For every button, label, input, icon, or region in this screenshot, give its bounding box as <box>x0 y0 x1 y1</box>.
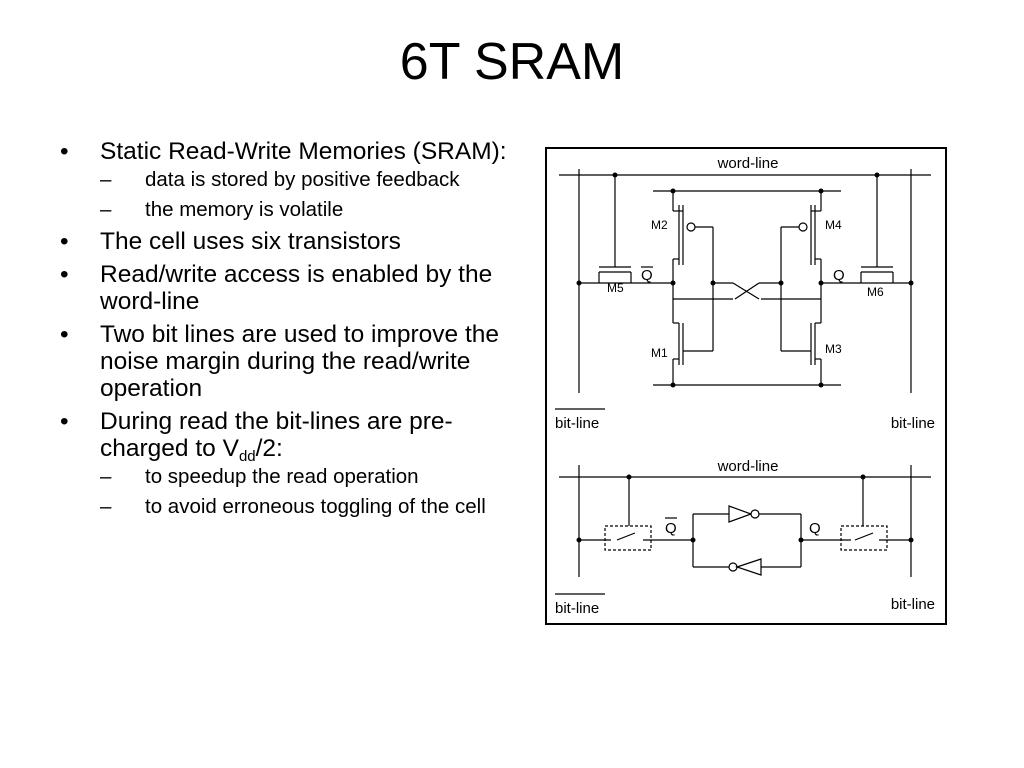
bullet-two-bit-lines: Two bit lines are used to improve the no… <box>60 321 528 402</box>
sub-bullet-list: to speedup the read operation to avoid e… <box>100 465 528 519</box>
junction-dots <box>576 474 914 543</box>
access-switch-left <box>604 525 652 551</box>
junction-dots <box>576 172 914 388</box>
transistor-m4-label: M4 <box>825 218 842 232</box>
bullet-precharge: During read the bit-lines are pre-charge… <box>60 408 528 519</box>
bullet-text-tail: /2: <box>255 435 283 462</box>
q-label: Q <box>809 520 821 537</box>
transistor-m6-label: M6 <box>867 285 884 299</box>
slide-title: 6T SRAM <box>399 33 625 91</box>
vdd-subscript: dd <box>238 448 256 465</box>
word-line-label: word-line <box>717 155 779 172</box>
pmos-bubble-icon <box>686 222 696 232</box>
pmos-bubble-icon <box>798 222 808 232</box>
bullet-text: Static Read-Write Memories (SRAM): <box>100 138 507 165</box>
q-label: Q <box>833 267 845 284</box>
word-line-label: word-line <box>717 458 779 475</box>
transistor-m2-label: M2 <box>651 218 668 232</box>
bullet-word-line: Read/write access is enabled by the word… <box>60 261 528 315</box>
inverter-pair-schematic <box>555 465 931 595</box>
bullet-text: During read the bit-lines are pre-charge… <box>100 408 453 462</box>
sram-circuit-figure: word-line bit-line bit-line Q Q M2 M4 M1… <box>545 147 947 627</box>
access-switch-right <box>840 525 888 551</box>
sub-bullet-list: data is stored by positive feedback the … <box>100 168 528 222</box>
bit-line-left-label: bit-line <box>555 415 599 432</box>
bit-line-right-label: bit-line <box>891 415 935 432</box>
q-bar-label: Q <box>665 520 677 537</box>
transistor-m3-label: M3 <box>825 342 842 356</box>
q-bar-label: Q <box>641 267 653 284</box>
bullet-list: Static Read-Write Memories (SRAM): data … <box>60 138 528 525</box>
bullet-six-transistors: The cell uses six transistors <box>60 228 528 255</box>
sub-bullet-feedback: data is stored by positive feedback <box>100 168 528 192</box>
sub-bullet-avoid-toggling: to avoid erroneous toggling of the cell <box>100 495 528 519</box>
inverter-forward-icon <box>728 505 753 523</box>
bullet-sram: Static Read-Write Memories (SRAM): data … <box>60 138 528 222</box>
transistor-m1-label: M1 <box>651 346 668 360</box>
transistor-m5-label: M5 <box>607 281 624 295</box>
sub-bullet-volatile: the memory is volatile <box>100 198 528 222</box>
circuit-diagram: word-line bit-line bit-line Q Q M2 M4 M1… <box>545 147 947 625</box>
figure-border <box>545 147 947 625</box>
sub-bullet-speedup: to speedup the read operation <box>100 465 528 489</box>
bit-line-right-label: bit-line <box>891 596 935 613</box>
six-transistor-schematic <box>555 169 931 410</box>
bit-line-left-label: bit-line <box>555 600 599 617</box>
